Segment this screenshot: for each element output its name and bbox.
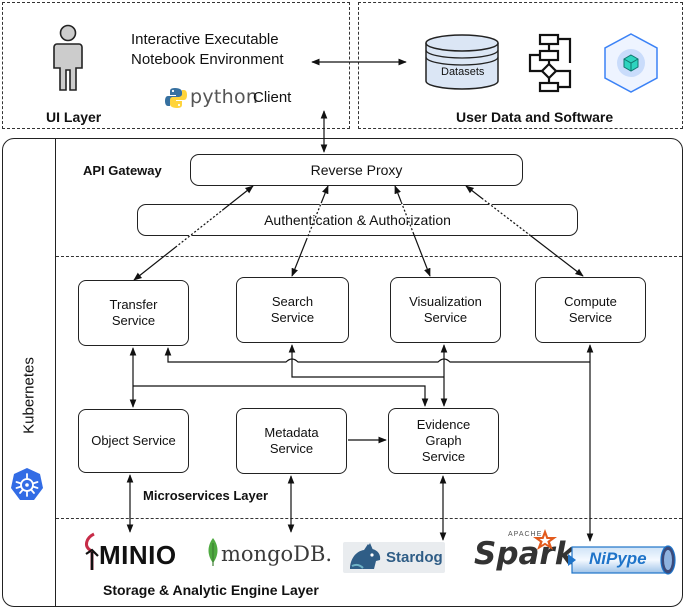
client-label: Client <box>253 89 292 106</box>
visualization-line1: Visualization <box>409 294 482 309</box>
metadata-line1: Metadata <box>264 425 319 440</box>
transfer-line2: Service <box>111 313 156 328</box>
mongodb-wordmark: mongoDB. <box>221 542 333 566</box>
compute-line1: Compute <box>564 294 617 309</box>
user-data-panel <box>358 2 683 129</box>
reverse-proxy-box: Reverse Proxy <box>190 154 523 186</box>
user-data-software-label: User Data and Software <box>456 109 614 125</box>
transfer-line1: Transfer <box>109 297 158 312</box>
minio-logo-icon <box>85 532 99 570</box>
metadata-line2: Service <box>269 441 314 456</box>
stardog-dog-icon <box>350 543 381 569</box>
evidence-line2: Graph <box>425 433 462 448</box>
python-logo-icon <box>165 88 187 108</box>
ui-layer-panel <box>2 2 350 129</box>
object-service-label: Object Service <box>91 433 176 448</box>
gateway-microservices-separator <box>56 256 682 257</box>
evidence-line3: Service <box>421 449 466 464</box>
workflow-software-icon <box>528 33 572 93</box>
visualization-line2: Service <box>423 310 468 325</box>
python-wordmark: python <box>190 86 259 108</box>
minio-wordmark: MINIO <box>99 540 177 570</box>
notebook-title-line1: Interactive Executable <box>131 31 279 48</box>
nipype-wordmark: NiPype <box>589 549 647 568</box>
proxy-compute-arrow <box>465 185 584 277</box>
datasets-database-icon <box>425 34 499 90</box>
search-evidence-bus <box>288 344 444 378</box>
stardog-wordmark: Stardog <box>386 549 443 566</box>
transfer-evidence-bus <box>133 385 429 407</box>
evidence-line1: Evidence <box>416 417 471 432</box>
kubernetes-logo-icon <box>11 468 43 500</box>
mongodb-leaf-icon <box>208 538 218 566</box>
compute-transfer-line <box>164 347 590 363</box>
reverse-proxy-label: Reverse Proxy <box>310 162 403 178</box>
compute-line2: Service <box>568 310 613 325</box>
microservices-storage-separator <box>56 518 682 519</box>
user-person-icon <box>53 24 83 91</box>
microservices-layer-label: Microservices Layer <box>143 488 269 503</box>
search-line2: Service <box>270 310 315 325</box>
search-line1: Search <box>271 294 314 309</box>
proxy-search-arrow <box>291 185 329 277</box>
spark-star-icon <box>533 529 557 550</box>
spark-apache-label: APACHE <box>508 531 543 538</box>
spark-wordmark: Spark <box>474 536 576 572</box>
api-gateway-label: API Gateway <box>83 163 162 178</box>
ui-layer-label: UI Layer <box>46 109 102 125</box>
nipype-pipe-icon <box>568 545 676 575</box>
kubernetes-cluster-frame <box>2 138 683 607</box>
notebook-title-line2: Notebook Environment <box>131 51 284 68</box>
storage-layer-label: Storage & Analytic Engine Layer <box>103 582 319 598</box>
datasets-label: Datasets <box>441 66 485 78</box>
object-service-box: Object Service <box>78 409 189 473</box>
kubernetes-divider <box>55 139 56 606</box>
container-hexagon-icon <box>604 33 658 93</box>
